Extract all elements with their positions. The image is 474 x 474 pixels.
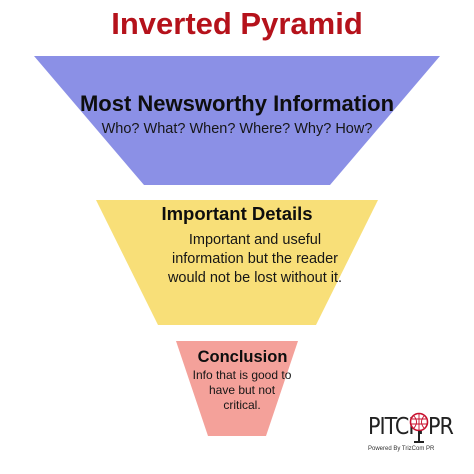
- tier-2-text: Important and useful information but the…: [167, 232, 343, 286]
- tier-1-heading: Most Newsworthy Information: [79, 91, 395, 116]
- tier-3-shape: [176, 341, 298, 436]
- tier-2-heading: Important Details: [161, 203, 313, 224]
- tier-1-shape: [34, 56, 440, 185]
- pitchpr-logo: PITCH PR Powered By TrizCom PR: [368, 412, 458, 468]
- tier-1-text: Who? What? When? Where? Why? How?: [101, 121, 373, 137]
- tier-2-shape: [96, 200, 378, 325]
- logo-tagline: Powered By TrizCom PR: [368, 446, 435, 452]
- diagram-title: Inverted Pyramid: [111, 6, 363, 41]
- microphone-globe-icon: [409, 412, 429, 443]
- logo-text-pr: PR: [428, 414, 454, 440]
- logo-globe-lines: [411, 414, 427, 430]
- tier-3-text: Info that is good to have but not critic…: [192, 368, 292, 412]
- tier-3-heading: Conclusion: [197, 348, 288, 366]
